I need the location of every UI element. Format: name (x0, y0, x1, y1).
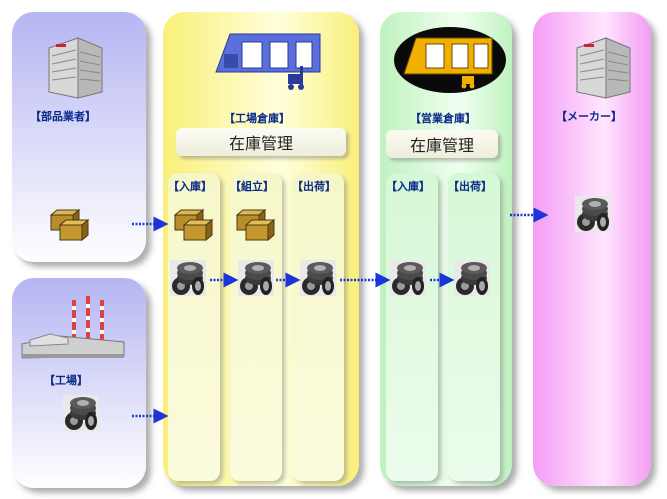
flow-arrows (0, 0, 667, 499)
